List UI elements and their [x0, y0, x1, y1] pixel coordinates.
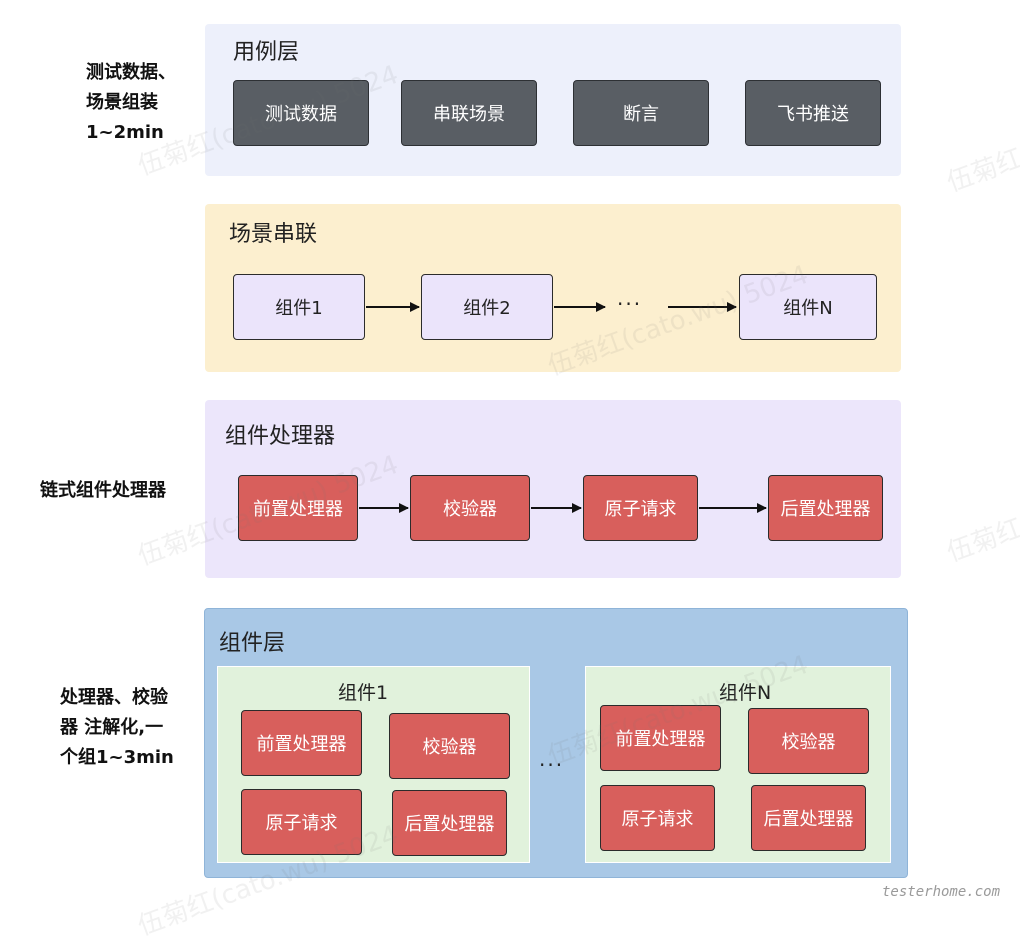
processor-layer-side-label: 链式组件处理器: [40, 480, 166, 501]
scenario-layer: 场景串联 组件1 组件2 ··· 组件N: [205, 204, 901, 372]
post-processor-box: 后置处理器: [768, 475, 883, 541]
component-group-n: 组件N 前置处理器 校验器 原子请求 后置处理器: [585, 666, 891, 863]
case-layer: 用例层 测试数据 串联场景 断言 飞书推送: [205, 24, 901, 176]
scenario-component-2-box: 组件2: [421, 274, 553, 340]
processor-layer-title: 组件处理器: [225, 424, 336, 449]
case-layer-title: 用例层: [233, 40, 300, 65]
group-n-pre-processor-box: 前置处理器: [600, 705, 721, 771]
component-group-1-title: 组件1: [338, 682, 389, 704]
component-group-1: 组件1 前置处理器 校验器 原子请求 后置处理器: [217, 666, 530, 863]
component-layer-side-label: 处理器、校验 器 注解化,一 个组1~3min: [60, 687, 174, 768]
component-layer-ellipsis: ···: [539, 753, 565, 777]
flow-arrows: [359, 302, 767, 513]
case-layer-side-label: 测试数据、 场景组装 1~2min: [86, 62, 176, 143]
scenario-component-1-box: 组件1: [233, 274, 365, 340]
group-1-validator-box: 校验器: [389, 713, 510, 779]
scenario-component-n-box: 组件N: [739, 274, 877, 340]
processor-layer: 组件处理器 前置处理器 校验器 原子请求 后置处理器: [205, 400, 901, 578]
component-group-n-title: 组件N: [719, 682, 772, 704]
feishu-push-box: 飞书推送: [745, 80, 881, 146]
scenario-layer-title: 场景串联: [229, 222, 318, 247]
component-layer-title: 组件层: [219, 631, 286, 656]
assertion-box: 断言: [573, 80, 709, 146]
validator-box: 校验器: [410, 475, 530, 541]
group-n-validator-box: 校验器: [748, 708, 869, 774]
group-1-post-processor-box: 后置处理器: [392, 790, 507, 856]
atomic-request-box: 原子请求: [583, 475, 698, 541]
pre-processor-box: 前置处理器: [238, 475, 358, 541]
group-n-atomic-request-box: 原子请求: [600, 785, 715, 851]
group-1-atomic-request-box: 原子请求: [241, 789, 362, 855]
scenario-chain-box: 串联场景: [401, 80, 537, 146]
test-data-box: 测试数据: [233, 80, 369, 146]
group-n-post-processor-box: 后置处理器: [751, 785, 866, 851]
site-watermark: testerhome.com: [882, 884, 1001, 900]
scenario-ellipsis: ···: [617, 292, 643, 316]
group-1-pre-processor-box: 前置处理器: [241, 710, 362, 776]
component-layer: 组件层 组件1 前置处理器 校验器 原子请求 后置处理器 ··· 组件N 前置处…: [204, 608, 908, 878]
